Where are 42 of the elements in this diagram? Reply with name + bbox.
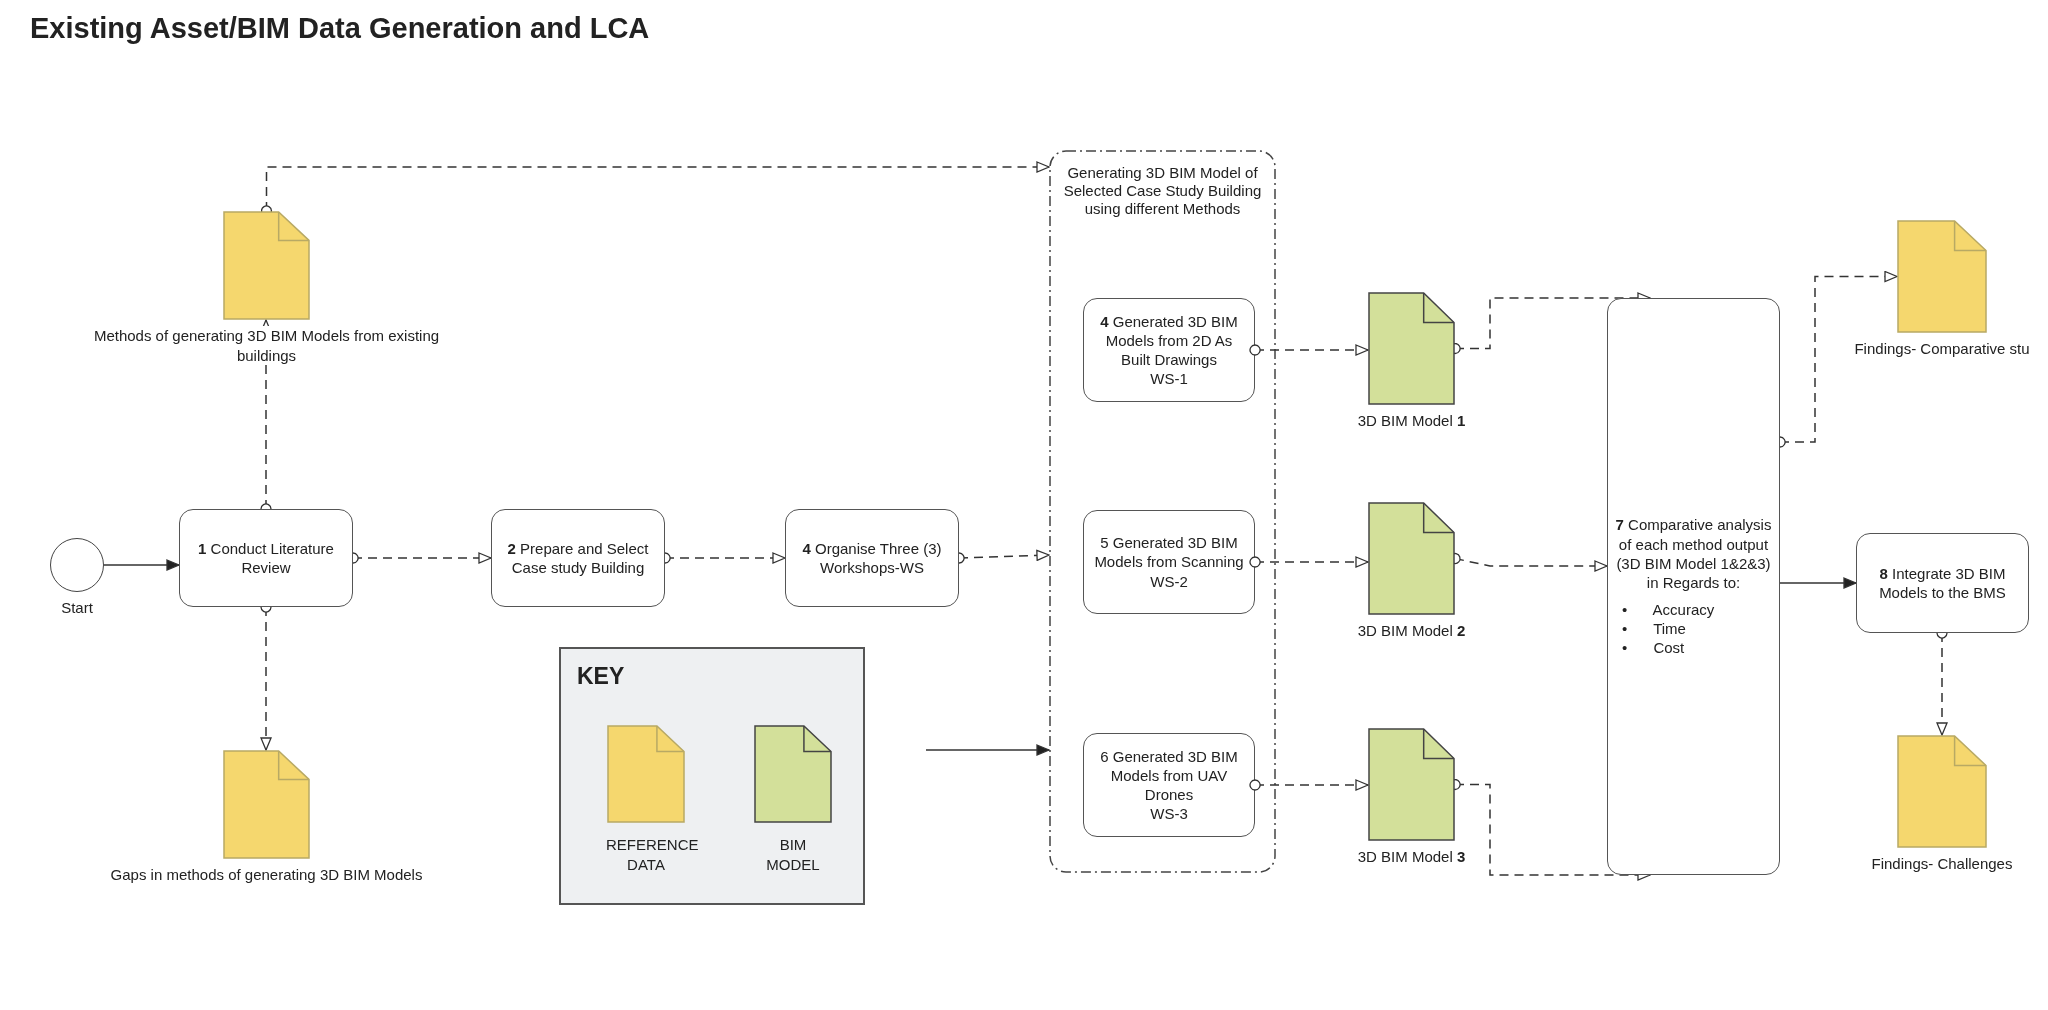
process-box: [491, 509, 665, 607]
document-shape: [1368, 502, 1455, 615]
box-text: 8 Integrate 3D BIM Models to the BMS: [1878, 563, 2007, 603]
process-box: [179, 509, 353, 607]
dashed-connector: [1249, 779, 1369, 791]
legend-label: REFERENCE DATA: [605, 835, 700, 874]
document-shape: [1897, 735, 1987, 848]
box-text: 6 Generated 3D BIM Models from UAV Drones: [1099, 746, 1239, 805]
arrow: [1779, 577, 1857, 589]
dashed-connector: [1249, 344, 1369, 356]
bullet-item: • Accuracy: [1622, 600, 1715, 620]
process-box: [1083, 510, 1255, 614]
diagram-title: Existing Asset/BIM Data Generation and LCA: [30, 12, 650, 45]
document-shape: [1368, 292, 1455, 405]
legend-label: BIM MODEL: [765, 835, 821, 874]
box-text: 4 Generated 3D BIM Models from 2D As Built Drawings: [1099, 311, 1239, 370]
start-event-circle: [50, 538, 104, 592]
box-text: 4 Organise Three (3) Workshops-WS: [801, 538, 943, 578]
document-shape: [223, 211, 310, 320]
box-text: 1 Conduct Literature Review: [197, 538, 335, 578]
box-text: 7 Comparative analysis of each method output (3D BIM Model 1&2&3) in Regards to:: [1614, 515, 1773, 593]
process-box: [1083, 298, 1255, 402]
arrow: [103, 559, 180, 571]
process-box: [1607, 298, 1780, 875]
document-shape: [223, 750, 310, 859]
box-text: 2 Prepare and Select Case study Building: [506, 538, 650, 578]
document-shape: [1368, 728, 1455, 841]
bullet-item: • Time: [1622, 619, 1687, 639]
document-shape: [1897, 220, 1987, 333]
box-text: WS-2: [1150, 571, 1188, 591]
group-heading: Generating 3D BIM Model of Selected Case Study Building using different Methods: [1062, 164, 1263, 218]
box-text: 5 Generated 3D BIM Models from Scanning: [1093, 533, 1245, 572]
dashed-connector: [1249, 556, 1369, 568]
box-text: WS-3: [1150, 804, 1188, 824]
process-box: [785, 509, 959, 607]
dashed-group-boundary: [1049, 150, 1276, 873]
process-box: [1856, 533, 2029, 633]
legend-title: KEY: [577, 663, 625, 690]
arrow: [925, 744, 1050, 756]
bullet-item: • Cost: [1622, 638, 1686, 658]
box-text: WS-1: [1150, 369, 1188, 389]
process-box: [1083, 733, 1255, 837]
